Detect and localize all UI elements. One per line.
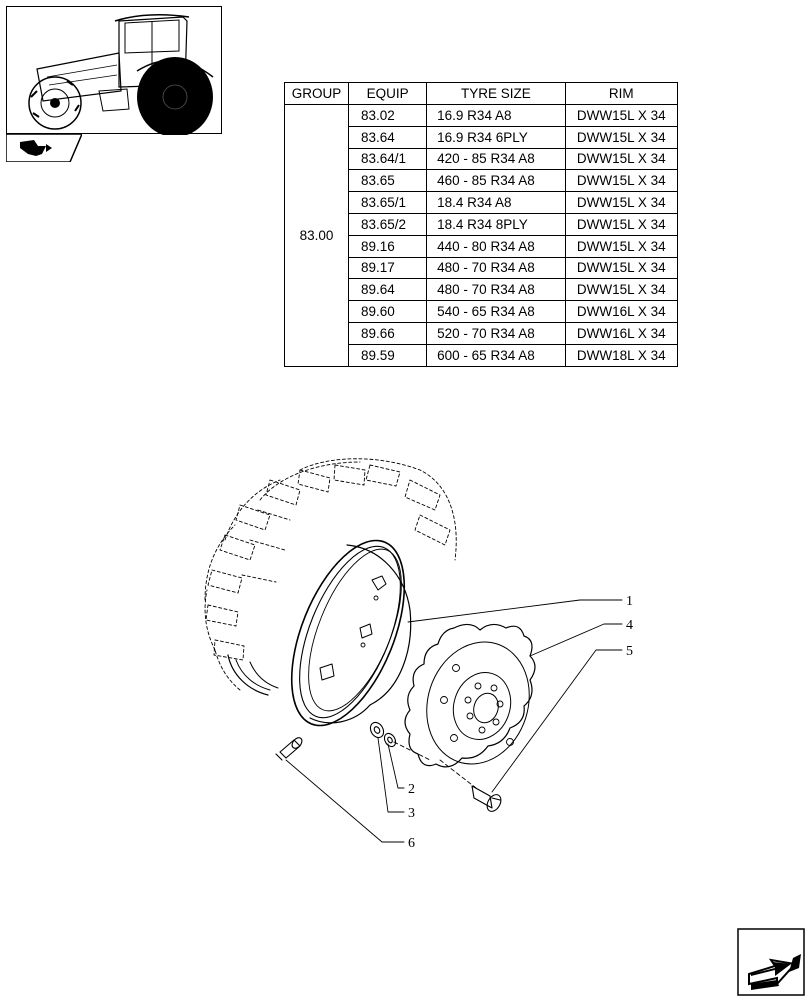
equip-cell: 89.64	[348, 278, 428, 302]
callout-5: 5	[626, 644, 633, 659]
tyre-size-cell: 16.9 R34 6PLY	[426, 125, 566, 149]
rim-cell: DWW15L X 34	[564, 104, 679, 127]
tyre-size-cell: 460 - 85 R34 A8	[426, 169, 566, 193]
header-equip: EQUIP	[348, 82, 428, 105]
equip-cell: 83.65	[348, 169, 428, 193]
tyre-size-cell: 520 - 70 R34 A8	[426, 321, 566, 345]
tyre-size-cell: 16.9 R34 A8	[426, 104, 566, 127]
equip-cell: 83.65/1	[348, 191, 428, 214]
table-row: 89.16 440 - 80 R34 A8 DWW15L X 34	[285, 234, 679, 258]
tyre-size-cell: 600 - 65 R34 A8	[426, 343, 566, 367]
rim-cell: DWW15L X 34	[564, 234, 679, 258]
tyre-size-cell: 440 - 80 R34 A8	[426, 234, 566, 258]
tyre-size-cell: 480 - 70 R34 A8	[426, 278, 566, 302]
table-row: 89.66 520 - 70 R34 A8 DWW16L X 34	[285, 321, 679, 345]
book-arrow-icon	[5, 133, 84, 163]
wheel-disc-part	[404, 623, 536, 768]
callout-6: 6	[408, 836, 415, 851]
rim-cell: DWW15L X 34	[564, 278, 679, 302]
rim-cell: DWW15L X 34	[564, 191, 679, 214]
equip-cell: 89.60	[348, 300, 428, 323]
tyre-size-cell: 18.4 R34 A8	[426, 191, 566, 214]
header-tyre-size: TYRE SIZE	[426, 82, 566, 105]
tyre-size-cell: 480 - 70 R34 A8	[426, 256, 566, 280]
equip-cell: 83.65/2	[348, 212, 428, 236]
rim-cell: DWW18L X 34	[564, 343, 679, 367]
next-page-arrow-icon	[737, 928, 805, 996]
table-row: 89.59 600 - 65 R34 A8 DWW18L X 34	[285, 343, 679, 367]
table-row: 83.00 83.02 16.9 R34 A8 DWW15L X 34	[283, 104, 679, 367]
nav-tab[interactable]	[5, 133, 84, 163]
equip-cell: 89.16	[348, 234, 428, 258]
rim-cell: DWW15L X 34	[564, 256, 679, 280]
equip-cell: 83.64	[348, 125, 428, 149]
bolt-part	[471, 785, 502, 812]
nut-washer-part	[369, 721, 397, 748]
table-header-row: GROUP EQUIP TYRE SIZE RIM	[283, 82, 679, 105]
callout-leaders	[285, 599, 623, 843]
rim-cell: DWW15L X 34	[564, 169, 679, 193]
tyre-size-cell: 18.4 R34 8PLY	[426, 212, 566, 236]
table-row: 83.64 16.9 R34 6PLY DWW15L X 34	[285, 125, 679, 149]
callout-1: 1	[626, 594, 633, 609]
equip-cell: 89.59	[348, 343, 428, 367]
callout-3: 3	[408, 806, 415, 821]
tyre-size-cell: 420 - 85 R34 A8	[426, 147, 566, 171]
table-row: 89.64 480 - 70 R34 A8 DWW15L X 34	[285, 278, 679, 302]
rim-cell: DWW15L X 34	[564, 212, 679, 236]
equip-cell: 83.02	[348, 104, 428, 127]
rim-cell: DWW16L X 34	[564, 300, 679, 323]
header-rim: RIM	[564, 82, 679, 105]
equip-cell: 89.66	[348, 321, 428, 345]
table-row: 83.65/1 18.4 R34 A8 DWW15L X 34	[285, 191, 679, 214]
callout-4: 4	[626, 618, 633, 633]
wheel-exploded-diagram: 1 4 5 2 3 6	[204, 458, 633, 851]
callout-2: 2	[408, 782, 415, 797]
tyre-outline	[204, 458, 457, 691]
tyre-size-table: GROUP EQUIP TYRE SIZE RIM 83.00 83.02 16…	[283, 82, 679, 367]
equip-cell: 83.64/1	[348, 147, 428, 171]
header-group: GROUP	[283, 82, 350, 105]
group-cell: 83.00	[283, 104, 350, 367]
rim-cell: DWW15L X 34	[564, 125, 679, 149]
rim-cell: DWW15L X 34	[564, 147, 679, 171]
table-row: 89.17 480 - 70 R34 A8 DWW15L X 34	[285, 256, 679, 280]
equip-cell: 89.17	[348, 256, 428, 280]
rim-cell: DWW16L X 34	[564, 321, 679, 345]
tyre-size-cell: 540 - 65 R34 A8	[426, 300, 566, 323]
valve-part	[275, 737, 303, 761]
tractor-icon	[28, 14, 214, 135]
tractor-thumbnail	[6, 6, 222, 135]
rim-part	[290, 539, 412, 727]
next-page-button[interactable]	[737, 928, 805, 996]
